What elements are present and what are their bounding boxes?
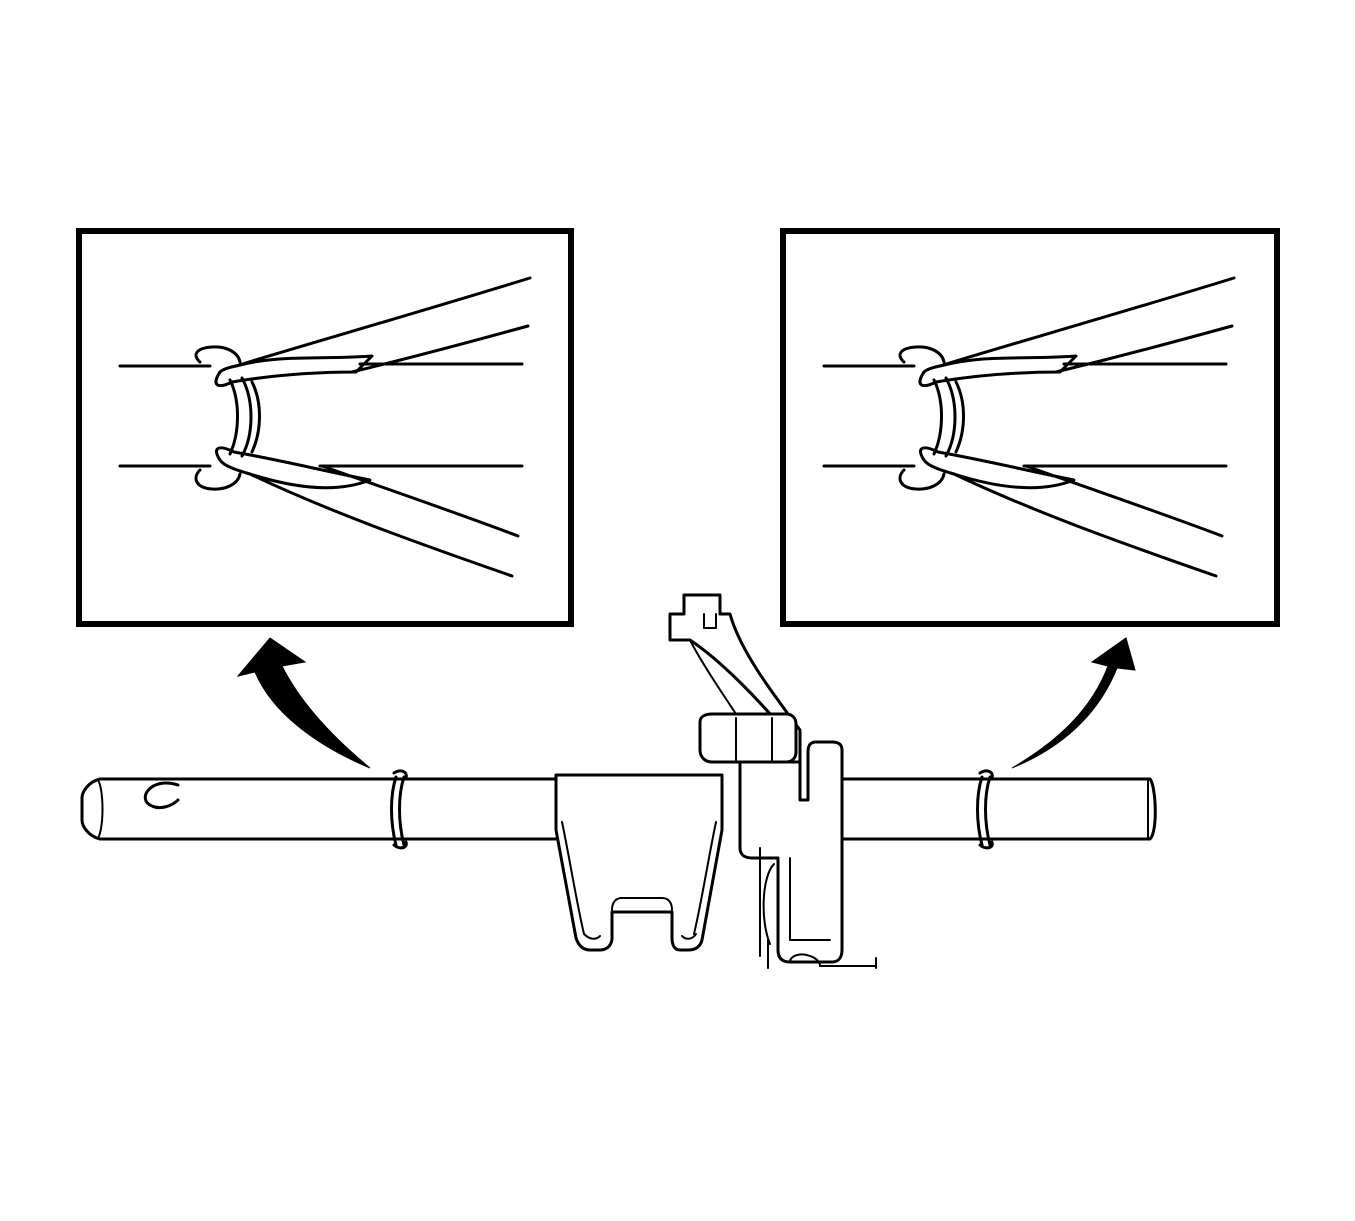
shift-rail-right-section bbox=[828, 777, 1157, 841]
left-inset-frame bbox=[76, 228, 574, 627]
right-inset bbox=[780, 228, 1280, 627]
shift-rail-left-section bbox=[80, 777, 560, 841]
left-retaining-ring bbox=[390, 769, 408, 850]
center-shift-fork bbox=[554, 773, 724, 952]
shift-interlock-block bbox=[698, 712, 877, 969]
right-retaining-ring bbox=[976, 769, 994, 850]
shift-rail-notch bbox=[143, 781, 180, 810]
left-inset bbox=[76, 228, 574, 627]
shift-rail-assembly bbox=[80, 593, 1157, 969]
right-curved-arrow bbox=[1011, 637, 1136, 769]
left-curved-arrow bbox=[236, 637, 371, 769]
right-inset-frame bbox=[780, 228, 1280, 627]
